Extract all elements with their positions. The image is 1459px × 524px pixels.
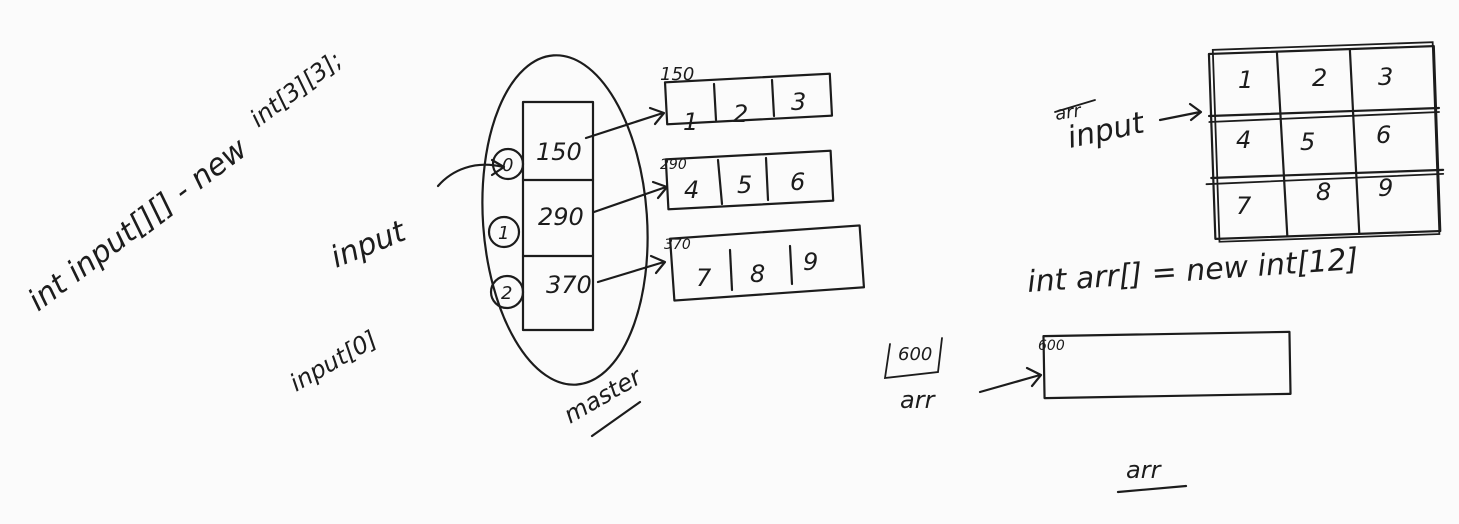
- declaration-line2: int[3][3];: [245, 46, 348, 133]
- matrix-cell-0-2: 3: [1378, 63, 1393, 91]
- index-circle-2: [489, 274, 525, 310]
- master-address-2: 370: [546, 271, 592, 299]
- index-0: 0: [502, 155, 513, 176]
- matrix-cell-2-0: 7: [1236, 192, 1252, 220]
- row-0-address: 150: [660, 64, 694, 85]
- arrow-row-2: [596, 260, 666, 284]
- matrix-cell-2-2: 9: [1378, 174, 1393, 202]
- input0-label: input[0]: [285, 325, 382, 397]
- array-declaration-text: int arr[] = new int[12]: [1026, 242, 1359, 300]
- matrix-grid: [1205, 41, 1445, 243]
- arr-box: [1042, 330, 1292, 400]
- row-1-cell-2: 6: [790, 168, 805, 196]
- row-0-cell-0: 1: [683, 108, 698, 136]
- master-address-0: 150: [536, 138, 582, 166]
- matrix-border-2: [1211, 41, 1441, 243]
- master-array-box: [521, 100, 595, 332]
- arr-boxed-bracket: [883, 337, 943, 380]
- arrow-row-0-head: [648, 106, 666, 126]
- arr-ref-label: arr: [900, 386, 937, 414]
- row-1-divider-2: [764, 156, 770, 202]
- grid-arrow-head: [1188, 102, 1203, 122]
- master-underline: [590, 400, 642, 438]
- matrix-cell-0-0: 1: [1238, 66, 1253, 94]
- matrix-cell-2-1: 8: [1316, 178, 1331, 206]
- declaration-second: int[3][3];: [245, 46, 348, 133]
- row-2-cell-1: 8: [750, 260, 765, 288]
- row-2-divider-2: [788, 244, 794, 286]
- matrix-border: [1207, 45, 1442, 240]
- matrix-hline-2: [1210, 168, 1445, 180]
- index-2: 2: [501, 283, 512, 304]
- row-1-cell-1: 5: [737, 171, 752, 199]
- arr-arrow: [978, 373, 1042, 394]
- arrow-row-1: [592, 185, 668, 214]
- arr-boxed-address: 600: [898, 344, 932, 365]
- input-pointer: input: [326, 214, 412, 276]
- declaration: int input[][] - new: [22, 131, 255, 318]
- matrix-hline-1b: [1208, 111, 1440, 123]
- bottom-arr-underline: [1116, 484, 1188, 494]
- row-2-cell-2: 9: [803, 248, 818, 276]
- row-0-box: [663, 72, 834, 126]
- row-1-cell-0: 4: [684, 176, 699, 204]
- input-arrow: [436, 163, 505, 188]
- index-circle-1: [487, 215, 521, 249]
- row-1-box: [664, 149, 835, 211]
- matrix-vline-2: [1348, 47, 1361, 235]
- master-ellipse: [481, 54, 649, 386]
- row-2-cell-0: 7: [696, 264, 712, 292]
- index-circle-0: [491, 147, 525, 181]
- arr-box-address: 600: [1038, 338, 1065, 354]
- matrix-hline-1: [1207, 106, 1441, 118]
- matrix-cell-1-2: 6: [1376, 121, 1391, 149]
- row-0-divider-1: [712, 82, 718, 122]
- array-declaration: int arr[] = new int[12]: [1026, 242, 1359, 300]
- matrix-hline-2b: [1205, 172, 1445, 186]
- row-0-cell-1: 2: [733, 100, 748, 128]
- arrow-row-0: [584, 111, 665, 140]
- index-1: 1: [498, 223, 509, 244]
- declaration-line1: int input[][] - new: [22, 131, 255, 318]
- matrix-cell-1-1: 5: [1300, 128, 1315, 156]
- master-address-1: 290: [538, 203, 584, 231]
- row-0-cell-2: 3: [791, 88, 806, 116]
- row-2-box: [668, 224, 866, 302]
- matrix-cell-1-0: 4: [1236, 126, 1251, 154]
- input-label: input: [326, 214, 412, 276]
- row-0-divider-2: [770, 78, 776, 118]
- matrix-vline-1: [1275, 50, 1289, 238]
- input0: input[0]: [285, 325, 382, 397]
- grid-arrow: [1158, 110, 1202, 122]
- matrix-cell-0-1: 2: [1312, 64, 1327, 92]
- row-2-address: 370: [664, 237, 691, 253]
- bottom-arr-label: arr: [1126, 456, 1163, 484]
- arr-arrow-head: [1025, 366, 1043, 388]
- grid-crossed-strike: [1054, 99, 1096, 113]
- row-2-divider-1: [728, 248, 734, 292]
- row-1-divider-1: [716, 158, 724, 206]
- arrow-row-2-head: [649, 254, 667, 275]
